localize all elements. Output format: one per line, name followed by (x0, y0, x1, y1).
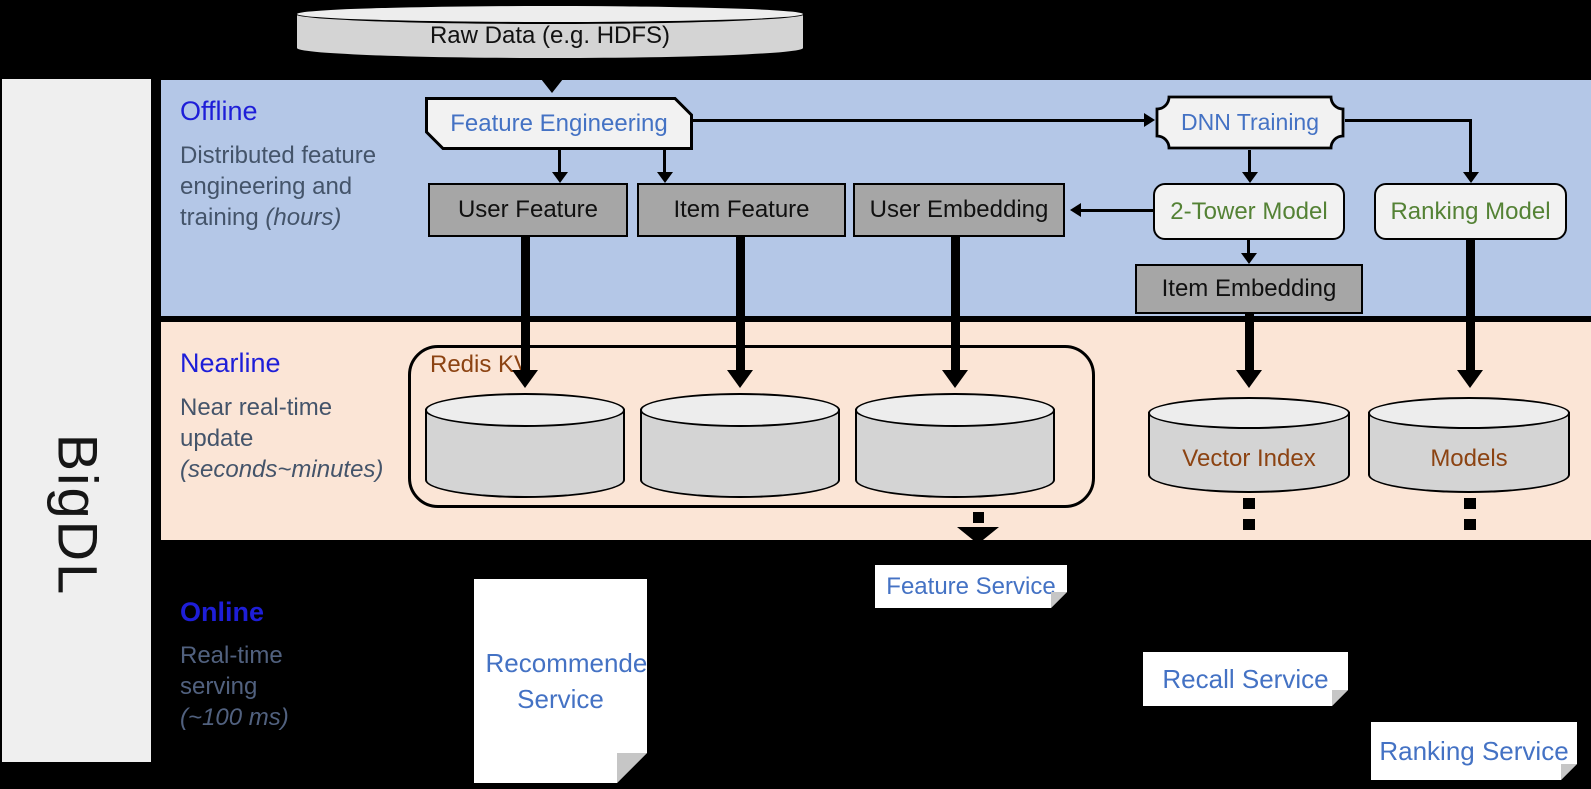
raw-data-label: Raw Data (e.g. HDFS) (429, 22, 671, 49)
raw-data-cylinder: Raw Data (e.g. HDFS) (295, 4, 805, 60)
item-feature-label: Item Feature (673, 196, 810, 223)
ranking-service-fold-corner (1561, 764, 1577, 780)
arrow-fe-to-itemfeature-head (657, 172, 673, 183)
arrow-dnn-to-rankingmodel-hseg (1345, 119, 1472, 122)
online-desc-note: (~100 ms) (180, 704, 289, 731)
item-feature-node: Item Feature (637, 183, 846, 237)
dashed-arrow-vectorindex-dash2 (1243, 519, 1255, 530)
offline-desc-text: Distributed feature engineering and trai… (180, 142, 377, 231)
feature-engineering-shape (425, 97, 693, 150)
arrow-dnn-to-twotower-shaft (1248, 150, 1251, 173)
ranking-model-node: Ranking Model (1374, 183, 1567, 240)
online-desc-text: Real-time serving (180, 642, 283, 700)
feature-service-fold-corner (1051, 592, 1067, 608)
arrow-rankingmodel-to-models-head (1457, 370, 1483, 388)
user-feature-label: User Feature (457, 196, 599, 223)
feature-engineering-node: Feature Engineering (425, 97, 693, 150)
arrow-dnn-to-twotower-head (1242, 172, 1258, 183)
online-title: Online (180, 597, 265, 627)
arrow-itemembedding-to-vectorindex-shaft (1245, 314, 1254, 371)
arrow-itemembedding-to-vectorindex-head (1236, 370, 1262, 388)
feature-service-label: Feature Service (886, 572, 1056, 600)
arrow-userfeature-to-redis-head (512, 370, 538, 388)
recall-service-label: Recall Service (1162, 663, 1329, 694)
arrow-rawdata-to-fe-shaft (549, 60, 554, 80)
offline-description: Distributed feature engineering and trai… (180, 140, 385, 233)
feature-engineering-label: Feature Engineering (450, 109, 668, 137)
models-cylinder: Models (1368, 397, 1570, 493)
dashed-arrow-vectorindex-dash1 (1243, 498, 1255, 509)
dashed-arrow-models-dash2 (1464, 519, 1476, 530)
offline-title: Offline (180, 96, 258, 126)
ranking-service-node: Ranking Service (1371, 722, 1577, 780)
arrow-dnn-to-rankingmodel-head (1463, 172, 1479, 183)
arrow-userembedding-to-redis-head (942, 370, 968, 388)
arrow-fe-to-dnn-shaft (693, 119, 1145, 122)
arrow-rawdata-to-fe-head (541, 79, 563, 93)
dashed-arrow-models-dash1 (1464, 498, 1476, 509)
arrow-twotower-to-itemembedding-shaft (1247, 240, 1250, 254)
online-description: Real-time serving (~100 ms) (180, 640, 320, 733)
two-tower-model-node: 2-Tower Model (1153, 183, 1345, 240)
nearline-description: Near real-time update (seconds~minutes) (180, 392, 410, 485)
redis-cylinder-1 (425, 393, 625, 498)
arrow-userfeature-to-redis-shaft (521, 237, 530, 371)
arrow-fe-to-itemfeature-shaft (663, 150, 666, 173)
arrow-fe-to-dnn-head (1144, 113, 1155, 127)
recommender-service-label: Recommender Service (485, 648, 657, 714)
dnn-training-shape (1155, 95, 1345, 150)
ranking-service-label: Ranking Service (1379, 735, 1569, 766)
dnn-training-label: DNN Training (1180, 109, 1320, 135)
dnn-training-node: DNN Training (1155, 95, 1345, 150)
arrow-itemfeature-to-redis-shaft (736, 237, 745, 371)
arrow-twotower-to-userembedding-shaft (1081, 209, 1153, 212)
recall-service-node: Recall Service (1143, 652, 1348, 706)
recommender-service-node: Recommender Service (474, 579, 647, 783)
arrow-fe-to-userfeature-head (552, 172, 568, 183)
arrow-userembedding-to-redis-shaft (951, 237, 960, 371)
nearline-title: Nearline (180, 348, 281, 378)
redis-kv-container (408, 345, 1095, 508)
redis-cylinder-2 (640, 393, 840, 498)
dashed-arrow-redis-to-featureservice-head (957, 527, 999, 544)
arrow-twotower-to-userembedding-head (1070, 203, 1081, 217)
arrow-twotower-to-itemembedding-head (1241, 253, 1257, 264)
arrow-fe-to-userfeature-shaft (558, 150, 561, 173)
arrow-rankingmodel-to-models-shaft (1466, 240, 1475, 371)
item-embedding-node: Item Embedding (1135, 264, 1363, 314)
bigdl-brand-label: BigDL (46, 433, 110, 597)
ranking-model-label: Ranking Model (1390, 197, 1551, 225)
two-tower-model-label: 2-Tower Model (1170, 197, 1328, 225)
item-embedding-label: Item Embedding (1161, 275, 1337, 302)
user-embedding-node: User Embedding (853, 183, 1065, 237)
bigdl-sidebar: BigDL (2, 79, 151, 762)
dashed-arrow-redis-to-featureservice-dash (973, 512, 984, 523)
arrow-dnn-to-rankingmodel-vseg (1469, 119, 1472, 174)
recall-service-fold-corner (1332, 690, 1348, 706)
models-label: Models (1430, 445, 1508, 472)
nearline-desc-text: Near real-time update (180, 394, 333, 452)
vector-index-label: Vector Index (1182, 445, 1316, 472)
recommender-service-fold-corner (617, 753, 647, 783)
arrow-itemfeature-to-redis-head (727, 370, 753, 388)
nearline-desc-note: (seconds~minutes) (180, 456, 384, 483)
feature-service-node: Feature Service (875, 565, 1067, 608)
offline-desc-note: (hours) (265, 204, 342, 231)
user-feature-node: User Feature (428, 183, 628, 237)
vector-index-cylinder: Vector Index (1148, 397, 1350, 493)
redis-cylinder-3 (855, 393, 1055, 498)
user-embedding-label: User Embedding (869, 196, 1049, 223)
